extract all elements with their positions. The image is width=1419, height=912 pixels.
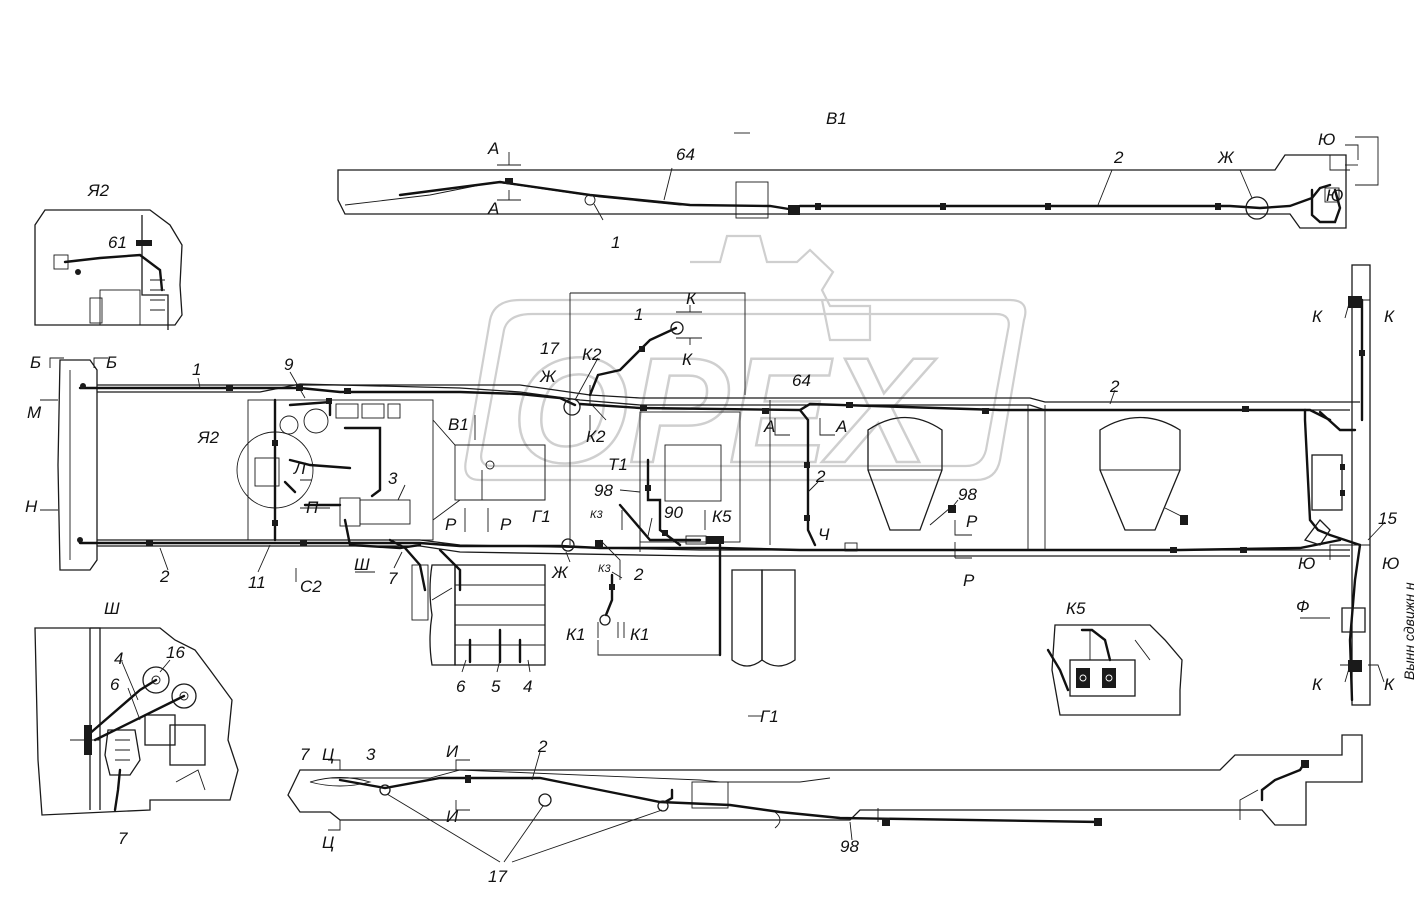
- main-label-r-right-top: Р: [966, 512, 978, 531]
- main-label-15: 15: [1378, 509, 1397, 528]
- view-g1: Г1 7 Ц 3 И 2 И Ц 17 98: [287, 707, 1363, 886]
- main-label-1-harness: 1: [634, 305, 643, 324]
- g1-label-17: 17: [488, 867, 507, 886]
- view-g1-title: Г1: [760, 707, 779, 726]
- main-label-2-right: 2: [1109, 377, 1120, 396]
- main-label-r-left: Р: [445, 515, 457, 534]
- v1-label-a-top: А: [487, 139, 499, 158]
- main-label-k2-bottom: К2: [586, 427, 606, 446]
- main-label-n: Н: [25, 497, 38, 516]
- main-label-ch: Ч: [818, 525, 830, 544]
- main-label-3: 3: [388, 469, 398, 488]
- v1-label-2: 2: [1113, 148, 1124, 167]
- main-label-sh: Ш: [354, 555, 370, 574]
- g1-label-i-bottom: И: [446, 807, 459, 826]
- main-label-2-mid: 2: [815, 467, 826, 486]
- sh-label-6: 6: [110, 675, 120, 694]
- main-label-64: 64: [792, 371, 811, 390]
- main-label-k3: К3: [590, 509, 603, 521]
- main-view: Б Б М Н 1 9 Я2 Л П 3 11 2 С2 Ш 7 17 К2 К…: [25, 264, 1399, 706]
- v1-label-a-bottom: А: [487, 199, 499, 218]
- main-label-p: П: [306, 498, 319, 517]
- main-label-r-right: Р: [500, 515, 512, 534]
- g1-label-ts-bottom: Ц: [322, 833, 334, 852]
- main-label-a-left: А: [763, 417, 775, 436]
- main-label-6: 6: [456, 677, 466, 696]
- main-label-98: 98: [594, 481, 613, 500]
- main-label-5: 5: [491, 677, 501, 696]
- v1-label-yu-bottom: Ю: [1326, 186, 1343, 205]
- main-label-k5: К5: [712, 507, 732, 526]
- view-v1: В1 А А 64 1 2 Ж Ю Ю: [337, 109, 1379, 252]
- main-label-k3-lower: К3: [598, 563, 611, 575]
- main-label-9: 9: [284, 355, 294, 374]
- main-label-7: 7: [388, 569, 398, 588]
- v1-label-64: 64: [676, 145, 695, 164]
- main-label-2-lower: 2: [633, 565, 644, 584]
- main-label-g1: Г1: [532, 507, 551, 526]
- main-label-k2-top: К2: [582, 345, 602, 364]
- g1-label-3: 3: [366, 745, 376, 764]
- view-sh-title: Ш: [104, 599, 120, 618]
- v1-label-1: 1: [611, 233, 620, 252]
- main-label-b-right: Б: [106, 353, 117, 372]
- g1-label-7: 7: [300, 745, 310, 764]
- view-k5-title: К5: [1066, 599, 1086, 618]
- main-label-m: М: [27, 403, 42, 422]
- g1-label-ts-top: Ц: [322, 745, 334, 764]
- main-label-ya2: Я2: [197, 428, 220, 447]
- main-label-yu-right: Ю: [1382, 554, 1399, 573]
- main-label-zh-lower: Ж: [551, 563, 569, 582]
- sh-label-7: 7: [118, 829, 128, 848]
- main-label-90: 90: [664, 503, 683, 522]
- view-ya2: Я2 61: [34, 181, 183, 330]
- g1-label-2: 2: [537, 737, 548, 756]
- main-label-a-right: А: [835, 417, 847, 436]
- main-label-k-rear-top-right: К: [1384, 307, 1395, 326]
- sh-label-16: 16: [166, 643, 185, 662]
- g1-label-98: 98: [840, 837, 859, 856]
- main-label-zh: Ж: [539, 367, 557, 386]
- main-label-k-rear-top-left: К: [1312, 307, 1323, 326]
- main-label-98-right: 98: [958, 485, 977, 504]
- main-label-k-rear-bottom-left: К: [1312, 675, 1323, 694]
- main-label-k1-left: К1: [566, 625, 585, 644]
- main-label-2: 2: [159, 567, 170, 586]
- main-label-k-top: К: [686, 289, 697, 308]
- main-label-r-right-bottom: Р: [963, 571, 975, 590]
- g1-label-i-top: И: [446, 742, 459, 761]
- sh-label-4: 4: [114, 649, 123, 668]
- view-v1-title: В1: [826, 109, 847, 128]
- main-label-11: 11: [248, 573, 266, 592]
- main-label-k-bottom: К: [682, 350, 693, 369]
- main-label-yu-left: Ю: [1298, 554, 1315, 573]
- main-label-s2: С2: [300, 577, 322, 596]
- main-label-17: 17: [540, 339, 559, 358]
- main-label-t1: Т1: [608, 455, 628, 474]
- ya2-label-61: 61: [108, 233, 127, 252]
- main-label-k-rear-bottom-right: К: [1384, 675, 1395, 694]
- main-label-v1: В1: [448, 415, 469, 434]
- main-label-4: 4: [523, 677, 532, 696]
- main-label-l: Л: [293, 459, 306, 478]
- main-label-b-left: Б: [30, 353, 41, 372]
- view-ya2-title: Я2: [87, 181, 110, 200]
- side-note: Вынн сдвижн н: [1401, 582, 1417, 680]
- main-label-1: 1: [192, 360, 201, 379]
- view-k5: К5: [1046, 599, 1183, 716]
- v1-label-zh: Ж: [1217, 148, 1235, 167]
- view-sh: Ш 4 16 6 7: [34, 599, 239, 848]
- v1-label-yu-top: Ю: [1318, 130, 1335, 149]
- main-label-k1-right: К1: [630, 625, 649, 644]
- main-label-f: Ф: [1296, 597, 1310, 616]
